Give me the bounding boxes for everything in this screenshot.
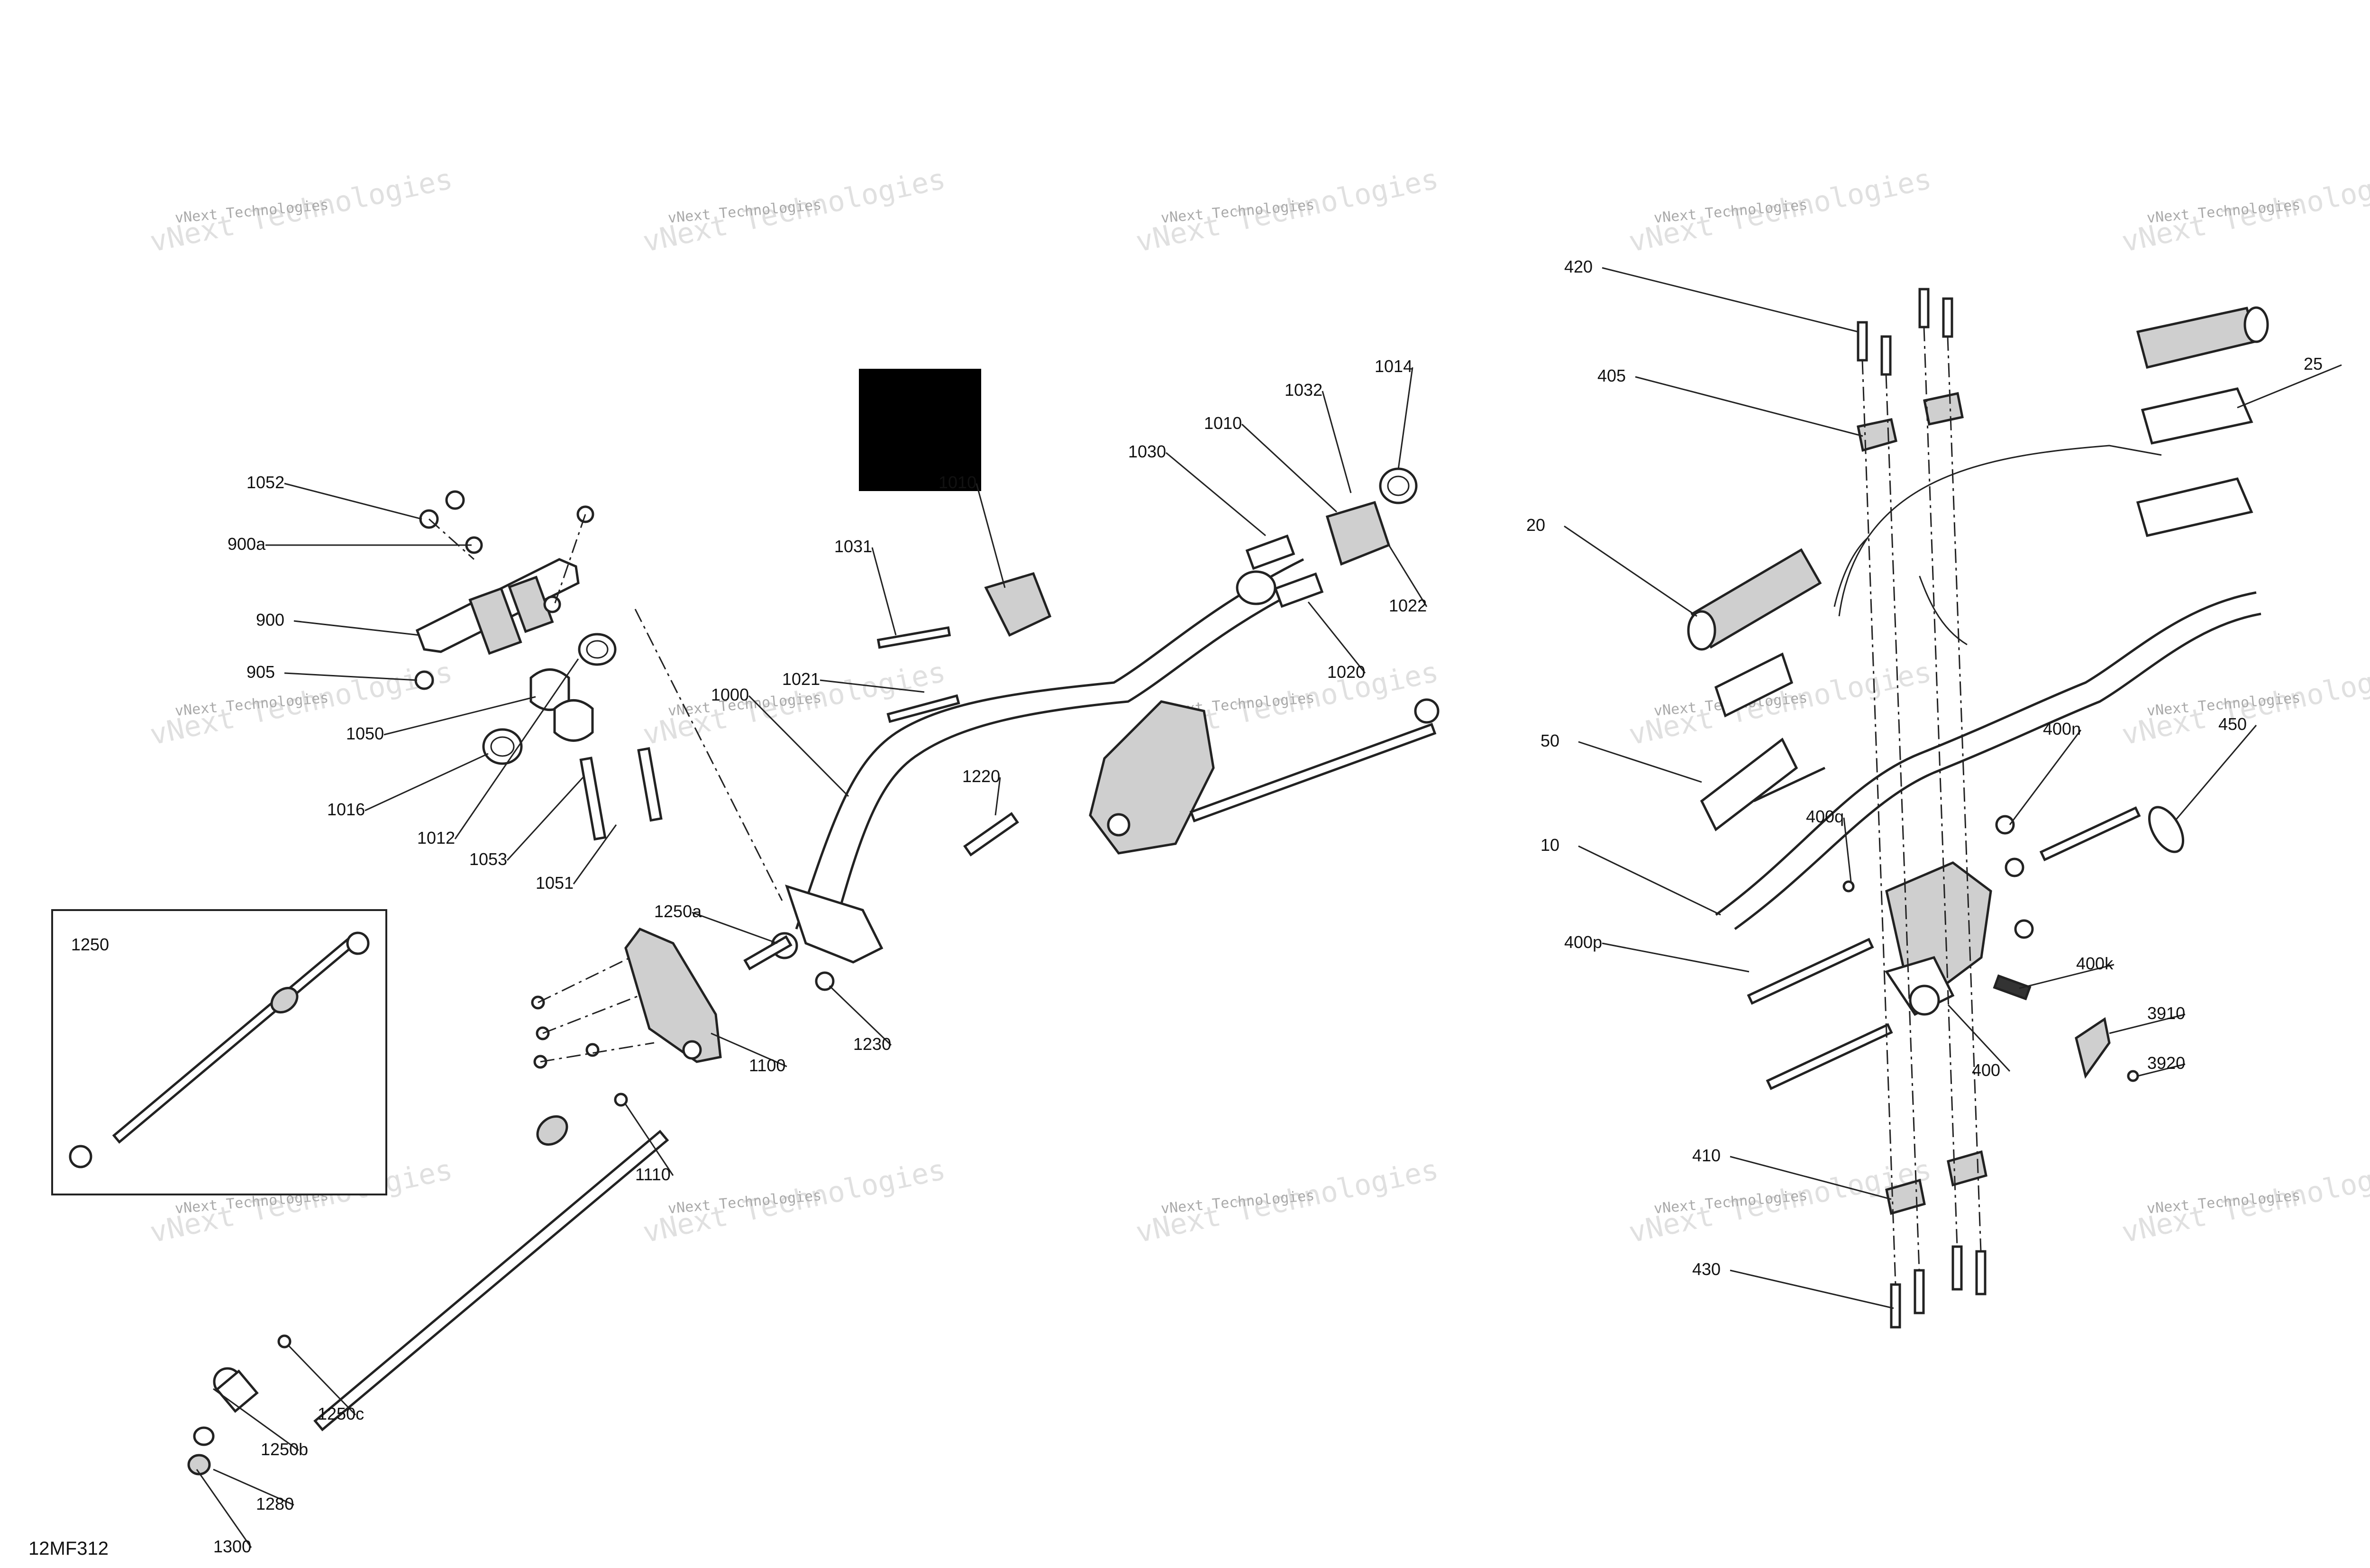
callout-label: 1000 xyxy=(711,685,749,704)
callout-label: 1031 xyxy=(834,537,872,556)
callout-label: 430 xyxy=(1692,1259,1721,1279)
callout-label: 1300 xyxy=(213,1537,251,1556)
callout-label: 25 xyxy=(2304,354,2323,374)
leader-line xyxy=(2237,364,2342,409)
leader-lines xyxy=(196,267,2342,1548)
callout-label: 1053 xyxy=(469,849,507,869)
leader-line xyxy=(365,753,489,811)
leader-line xyxy=(1166,452,1266,537)
leader-line xyxy=(284,672,418,681)
leader-line xyxy=(284,483,422,520)
leader-line xyxy=(1564,525,1697,617)
callout-label: 420 xyxy=(1564,257,1593,276)
callout-label: 400q xyxy=(1806,807,1844,826)
callout-labels: 1052900a90090510501016101210531051103110… xyxy=(213,257,2323,1556)
leader-line xyxy=(288,1345,356,1416)
callout-label: 1250b xyxy=(261,1440,308,1459)
callout-label: 1052 xyxy=(246,473,284,492)
leader-line xyxy=(994,777,1001,816)
leader-line xyxy=(1397,367,1413,470)
diagram-code: 12MF312 xyxy=(28,1538,109,1559)
callout-label: 1030 xyxy=(1128,442,1166,461)
callout-label: 400p xyxy=(1564,932,1602,952)
leader-line xyxy=(1388,545,1428,607)
leader-line xyxy=(1241,423,1338,513)
leader-line xyxy=(1635,376,1863,437)
leader-line xyxy=(2009,729,2082,825)
callout-label: 1021 xyxy=(782,669,820,689)
leader-line xyxy=(573,824,617,884)
leader-line xyxy=(293,620,420,636)
callout-label: 1014 xyxy=(1375,356,1413,376)
leader-line xyxy=(2175,725,2257,820)
leader-line xyxy=(711,1032,787,1067)
leader-line xyxy=(454,658,579,839)
steering-column-assembly xyxy=(187,467,1440,1476)
callout-label: 1022 xyxy=(1389,596,1427,615)
callout-label: 400 xyxy=(1972,1060,2000,1080)
leader-line xyxy=(829,985,892,1046)
callout-label: 1280 xyxy=(256,1494,294,1513)
leader-line xyxy=(1730,1156,1892,1200)
callout-label: 1010 xyxy=(1204,413,1242,433)
leader-line xyxy=(1947,1004,2011,1072)
leader-line xyxy=(1730,1269,1894,1309)
callout-label: 1051 xyxy=(536,873,574,893)
callout-label: 1020 xyxy=(1327,662,1365,682)
leader-line xyxy=(196,1469,252,1548)
callout-label: 1050 xyxy=(346,724,384,743)
leader-line xyxy=(820,679,925,693)
callout-label: 1012 xyxy=(417,828,455,848)
callout-label: 1016 xyxy=(327,800,365,819)
leader-line xyxy=(2019,964,2115,989)
leader-line xyxy=(1843,817,1852,882)
inset-1250: 1250 xyxy=(51,909,387,1195)
leader-line xyxy=(383,696,536,736)
callout-label: 410 xyxy=(1692,1146,1721,1165)
leader-line xyxy=(1602,267,1859,333)
leader-line xyxy=(2137,1063,2186,1077)
callout-label: 400n xyxy=(2043,719,2081,738)
leader-line xyxy=(1578,845,1721,916)
leader-line xyxy=(1322,391,1352,493)
leader-line xyxy=(506,776,584,861)
callout-label: 1250c xyxy=(318,1404,364,1423)
leader-line xyxy=(1307,602,1366,674)
callout-label: 3910 xyxy=(2147,1003,2185,1023)
callout-label: 1100 xyxy=(749,1056,785,1075)
callout-label: 20 xyxy=(1526,515,1545,535)
leader-line xyxy=(1602,942,1750,973)
callout-label: 405 xyxy=(1597,366,1626,385)
leader-line xyxy=(213,1388,299,1451)
callout-label: 1010 xyxy=(939,473,976,492)
leader-line xyxy=(975,483,1006,588)
redaction-block xyxy=(859,369,981,491)
leader-line xyxy=(625,1104,674,1176)
callout-label: 900a xyxy=(228,534,266,554)
callout-label: 400k xyxy=(2076,954,2114,973)
callout-label: 1032 xyxy=(1285,380,1322,400)
callout-label: 10 xyxy=(1540,835,1559,855)
leader-line xyxy=(692,912,778,944)
callout-label: 1250a xyxy=(654,902,702,921)
callout-label: 450 xyxy=(2218,714,2247,734)
inset-label: 1250 xyxy=(71,935,109,954)
callout-label: 50 xyxy=(1540,731,1559,750)
callout-label: 3920 xyxy=(2147,1053,2185,1073)
callout-label: 905 xyxy=(246,662,275,682)
leader-line xyxy=(213,1468,294,1506)
callout-label: 1110 xyxy=(635,1165,671,1184)
leader-line xyxy=(2109,1013,2186,1034)
callout-label: 900 xyxy=(256,610,284,629)
leader-line xyxy=(748,695,849,797)
handlebar-assembly xyxy=(1687,288,2269,1329)
callout-label: 1220 xyxy=(962,766,1000,786)
callout-label: 1230 xyxy=(853,1034,891,1054)
leader-line xyxy=(871,547,897,636)
leader-line xyxy=(1578,741,1702,783)
